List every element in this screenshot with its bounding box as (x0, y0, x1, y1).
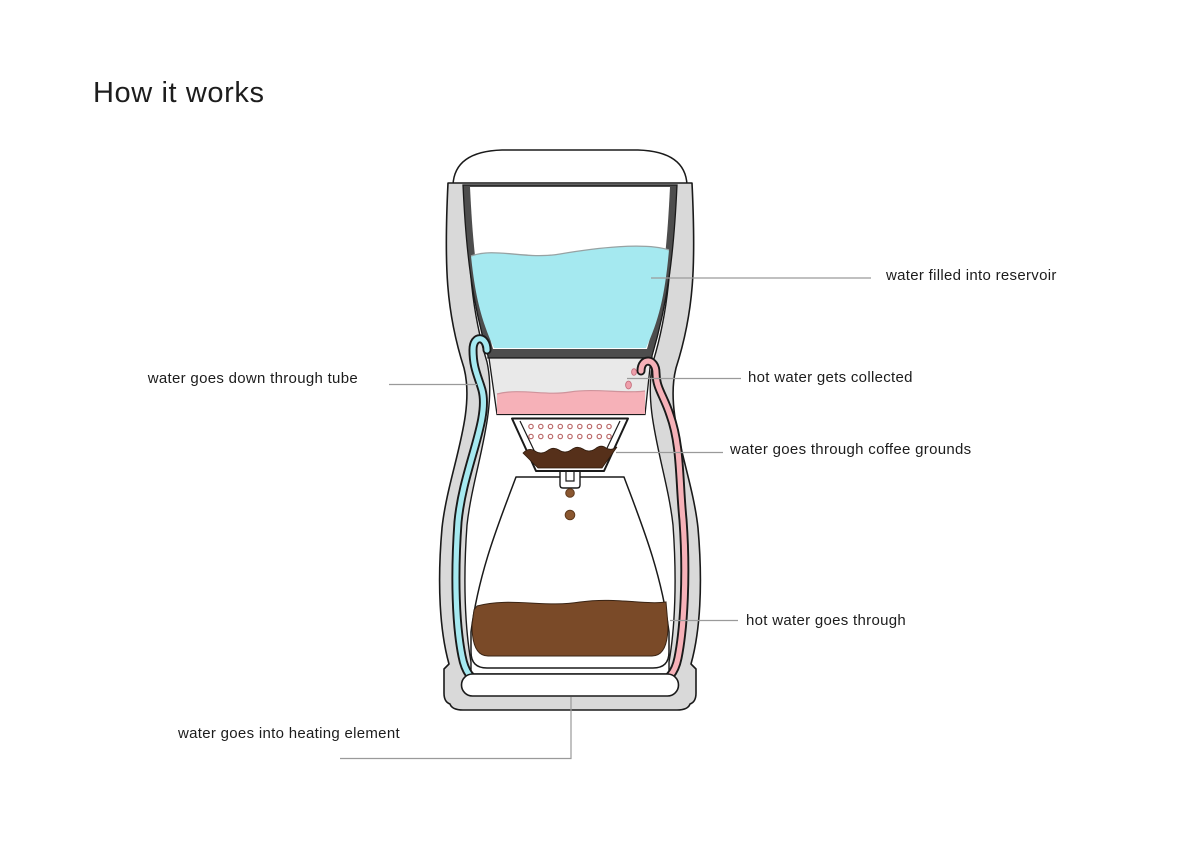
coffee-drips (564, 488, 576, 521)
shower-holes (528, 423, 612, 440)
reservoir-water (471, 246, 669, 348)
heating-element (460, 673, 680, 697)
cold-water-tube (453, 336, 490, 687)
water-surface-line (470, 245, 670, 257)
brewed-coffee (471, 599, 669, 657)
leader-heating (340, 697, 572, 760)
page-title: How it works (93, 77, 265, 109)
label-hot-water-gets-collected: hot water gets collected (748, 369, 913, 386)
lid-dome (452, 149, 688, 186)
hot-water-surface-line (496, 390, 646, 395)
coffee-grounds (522, 445, 618, 469)
label-water-filled-into-reservoir: water filled into reservoir (886, 267, 1057, 284)
leader-lines (340, 277, 871, 760)
label-water-goes-into-heating-element: water goes into heating element (178, 725, 400, 742)
hot-water-tube (638, 358, 688, 687)
hot-water-droplets (625, 368, 637, 390)
label-hot-water-goes-through: hot water goes through (746, 612, 907, 629)
hot-water-pool (497, 390, 645, 414)
spout-channel (565, 470, 575, 482)
label-water-goes-through-coffee-grounds: water goes through coffee grounds (730, 441, 972, 458)
spout (559, 469, 581, 489)
label-water-goes-down-through-tube: water goes down through tube (147, 370, 358, 387)
